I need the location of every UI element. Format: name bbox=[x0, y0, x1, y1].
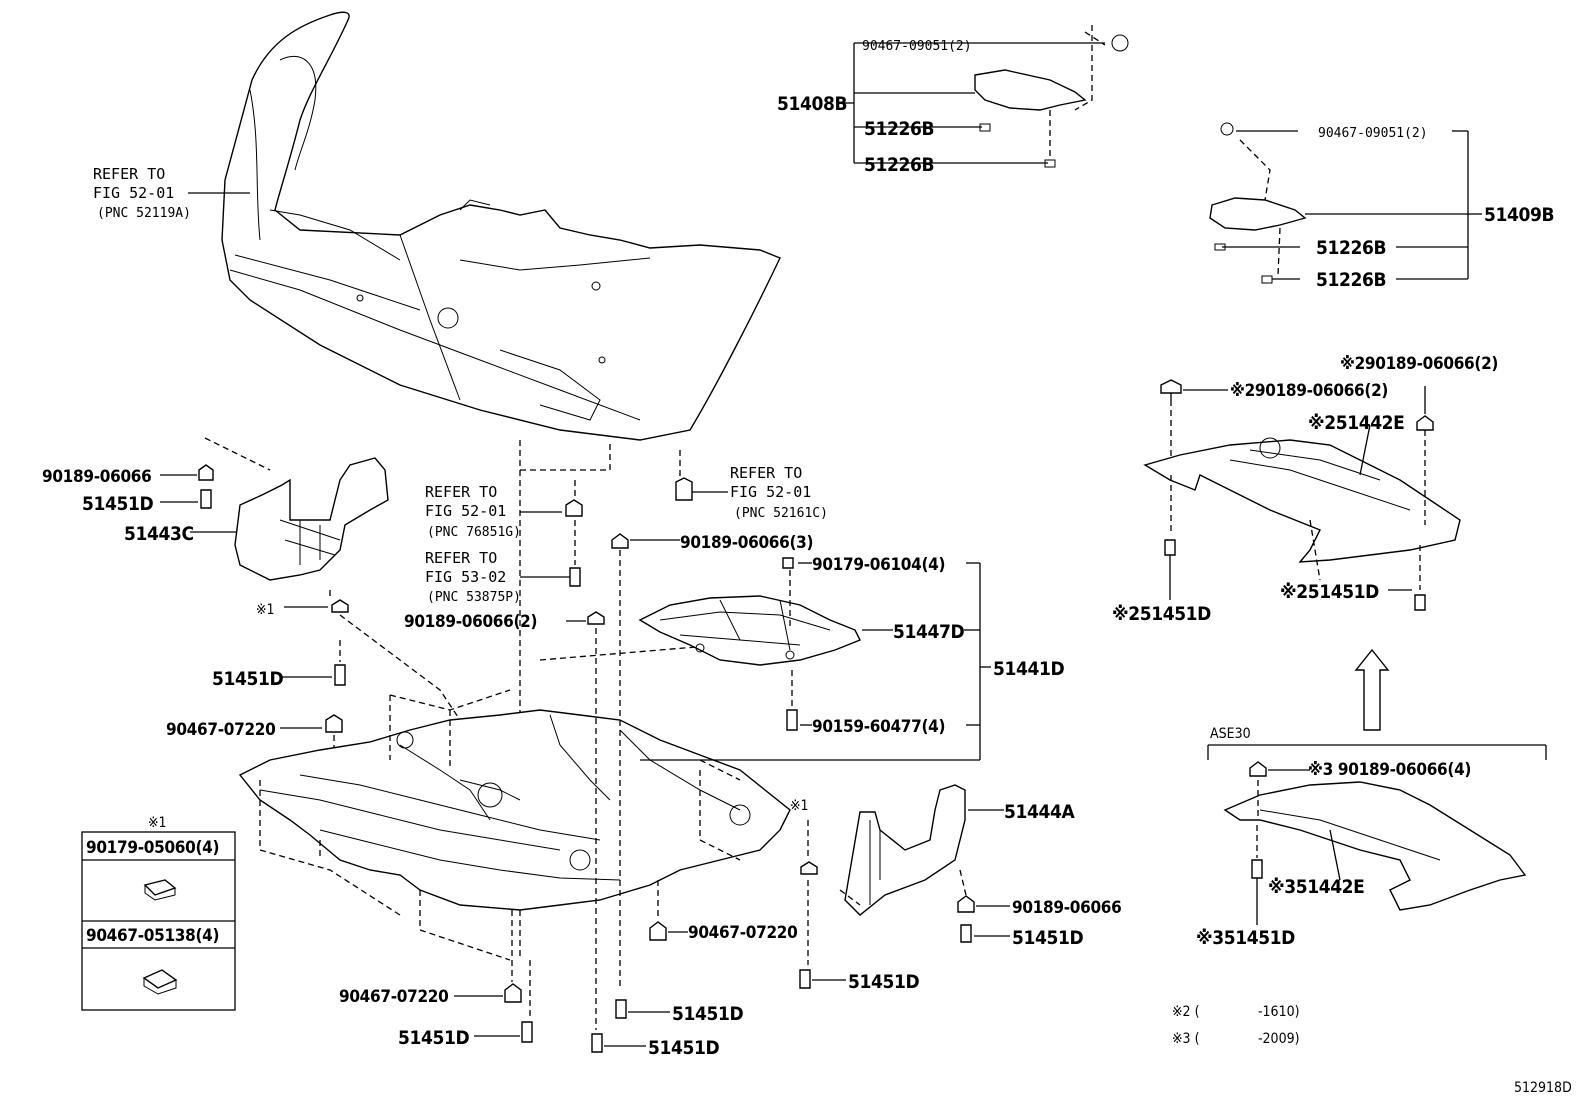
label-90189-06066-2: 90189-06066(2) bbox=[404, 612, 537, 632]
ase30-title: ASE30 bbox=[1210, 726, 1251, 742]
under-cover-illustration bbox=[238, 639, 791, 961]
legend-title: ※1 bbox=[148, 815, 167, 831]
note-3-mark: ※3 ( bbox=[1172, 1031, 1199, 1047]
ref-53875-line2: FIG 53-02 bbox=[425, 568, 506, 586]
up-arrow-icon bbox=[1354, 648, 1390, 731]
ref-76851-line3: (PNC 76851G) bbox=[427, 525, 521, 540]
label-51444A: 51444A bbox=[1004, 801, 1075, 823]
part-51409B-group bbox=[1209, 122, 1482, 284]
note-2-value: -1610) bbox=[1258, 1004, 1300, 1020]
label-90467-07220-mid: 90467-07220 bbox=[688, 923, 797, 943]
mark-1-left: ※1 bbox=[256, 602, 275, 618]
label-51451D-upper-right: ※251451D bbox=[1280, 581, 1379, 603]
label-51443C: 51443C bbox=[124, 523, 194, 545]
label-ase30-51451D: ※351451D bbox=[1196, 927, 1295, 949]
label-90189-06066-left: 90189-06066 bbox=[42, 467, 151, 487]
ref-76851-line1: REFER TO bbox=[425, 483, 497, 501]
label-90189-06066-3: 90189-06066(3) bbox=[680, 533, 813, 553]
label-90189-06066-right: 90189-06066 bbox=[1012, 898, 1121, 918]
center-fasteners bbox=[454, 533, 688, 1053]
part-51442E-upper-group bbox=[1143, 379, 1461, 611]
label-51451D-bottom-c: 51451D bbox=[398, 1027, 469, 1049]
front-bumper-illustration bbox=[221, 11, 781, 441]
mark-1-right: ※1 bbox=[790, 798, 809, 814]
label-90467-09051-right: 90467-09051(2) bbox=[1318, 126, 1428, 141]
part-51444A-group bbox=[799, 784, 1010, 989]
label-ase30-90189: ※3 90189-06066(4) bbox=[1308, 760, 1471, 780]
label-51451D-center: 51451D bbox=[848, 971, 919, 993]
label-51451D-right: 51451D bbox=[1012, 927, 1083, 949]
label-51226B-c: 51226B bbox=[1316, 237, 1386, 259]
label-51226B-b: 51226B bbox=[864, 154, 934, 176]
label-51451D-mid-left: 51451D bbox=[212, 668, 283, 690]
ref-76851-line2: FIG 52-01 bbox=[425, 502, 506, 520]
label-90467-09051-top: 90467-09051(2) bbox=[862, 39, 972, 54]
label-90467-07220-left: 90467-07220 bbox=[166, 720, 275, 740]
ref-52161-line2: FIG 52-01 bbox=[730, 483, 811, 501]
label-51451D-bottom-b: 51451D bbox=[648, 1037, 719, 1059]
label-51447D: 51447D bbox=[893, 621, 964, 643]
clip-nut-icon bbox=[142, 969, 178, 995]
label-51409B: 51409B bbox=[1484, 204, 1554, 226]
ref-53875-line3: (PNC 53875P) bbox=[427, 590, 521, 605]
ref-bumper-line3: (PNC 52119A) bbox=[97, 206, 191, 221]
label-51451D-left: 51451D bbox=[82, 493, 153, 515]
label-51408B: 51408B bbox=[777, 93, 847, 115]
legend-item-1: 90179-05060(4) bbox=[86, 838, 219, 858]
part-51441D-group bbox=[638, 557, 991, 761]
label-51451D-upper-left: ※251451D bbox=[1112, 603, 1211, 625]
label-51441D: 51441D bbox=[993, 658, 1064, 680]
ref-52161-line3: (PNC 52161C) bbox=[734, 506, 828, 521]
label-ase30-51442E: ※351442E bbox=[1268, 876, 1364, 898]
legend-box bbox=[81, 831, 236, 1011]
note-3-value: -2009) bbox=[1258, 1031, 1300, 1047]
label-51451D-bottom-a: 51451D bbox=[672, 1003, 743, 1025]
label-51226B-a: 51226B bbox=[864, 118, 934, 140]
ase30-group bbox=[1207, 744, 1547, 925]
label-90189-06066-top-right: ※290189-06066(2) bbox=[1340, 354, 1498, 374]
part-51443C-group bbox=[160, 437, 461, 770]
label-51442E-upper: ※251442E bbox=[1308, 412, 1404, 434]
ref-bumper-line1: REFER TO bbox=[93, 165, 165, 183]
ref-bumper-line2: FIG 52-01 bbox=[93, 184, 174, 202]
legend-item-2: 90467-05138(4) bbox=[86, 926, 219, 946]
ref-53875-line1: REFER TO bbox=[425, 549, 497, 567]
label-51226B-d: 51226B bbox=[1316, 269, 1386, 291]
figure-id: 512918D bbox=[1514, 1080, 1572, 1096]
ref-52161-line1: REFER TO bbox=[730, 464, 802, 482]
label-90179-06104: 90179-06104(4) bbox=[812, 555, 945, 575]
u-nut-icon bbox=[143, 879, 177, 901]
label-90159-60477: 90159-60477(4) bbox=[812, 717, 945, 737]
note-2-mark: ※2 ( bbox=[1172, 1004, 1199, 1020]
label-90467-07220-bottom: 90467-07220 bbox=[339, 987, 448, 1007]
part-51408B-group bbox=[838, 25, 1129, 168]
label-90189-06066-upper-left: ※290189-06066(2) bbox=[1230, 381, 1388, 401]
